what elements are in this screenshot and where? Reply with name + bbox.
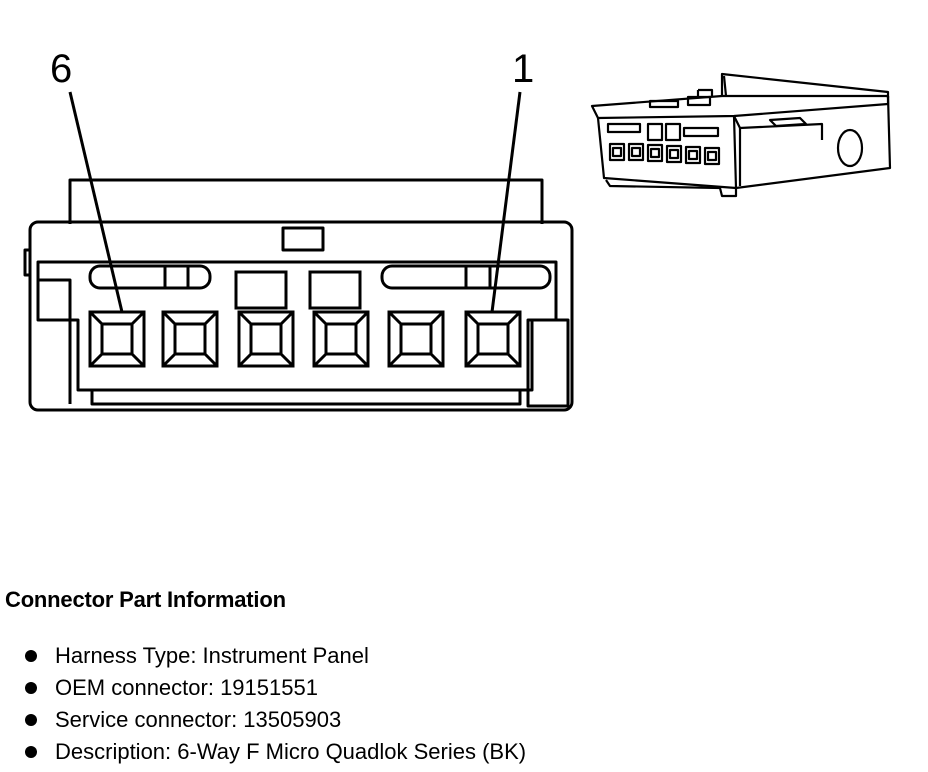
- pin-cavity-2: [387, 310, 445, 368]
- pin-cavity-1: [464, 310, 522, 368]
- pin-cavity-6: [88, 310, 146, 368]
- connector-diagram: 6 1: [23, 47, 892, 412]
- oem-connector-item: OEM connector: 19151551: [0, 672, 526, 704]
- pin-label-1: 1: [512, 47, 534, 91]
- pin-cavity-5: [161, 310, 219, 368]
- pin-cavity-4: [237, 310, 295, 368]
- harness-type-text: Harness Type: Instrument Panel: [55, 643, 369, 668]
- service-connector-text: Service connector: 13505903: [55, 707, 342, 732]
- connector-slots: [88, 264, 552, 310]
- connector-face: [23, 178, 574, 412]
- connector-info-list: Harness Type: Instrument Panel OEM conne…: [0, 640, 526, 768]
- bullet-icon: [25, 682, 37, 694]
- description-item: Description: 6-Way F Micro Quadlok Serie…: [0, 736, 526, 768]
- bullet-icon: [25, 746, 37, 758]
- bullet-icon: [25, 714, 37, 726]
- connector-isometric-view: [590, 72, 892, 198]
- description-text: Description: 6-Way F Micro Quadlok Serie…: [55, 739, 527, 764]
- pin-cavities: [88, 310, 522, 368]
- service-connector-item: Service connector: 13505903: [0, 704, 526, 736]
- leader-line-6: [68, 91, 124, 313]
- pin-cavity-3: [312, 310, 370, 368]
- bullet-icon: [25, 650, 37, 662]
- harness-type-item: Harness Type: Instrument Panel: [0, 640, 526, 672]
- leader-line-1: [490, 91, 522, 313]
- oem-connector-text: OEM connector: 19151551: [55, 675, 318, 700]
- connector-info-title: Connector Part Information: [5, 587, 286, 612]
- pin-label-6: 6: [50, 47, 72, 91]
